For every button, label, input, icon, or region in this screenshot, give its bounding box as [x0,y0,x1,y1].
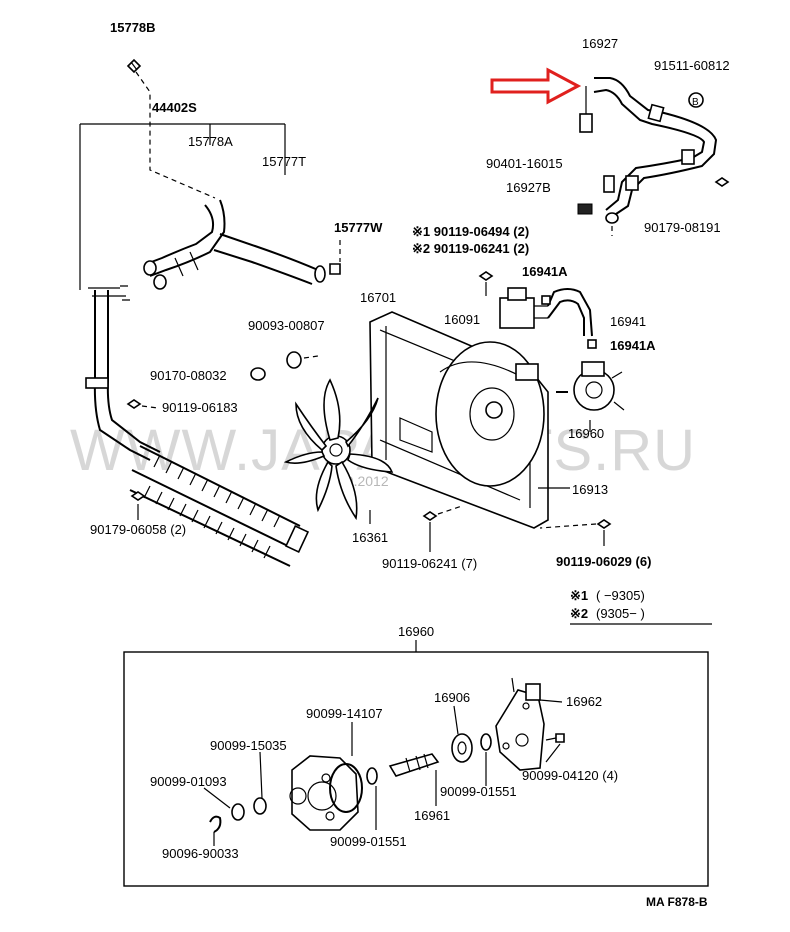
label-16361: 16361 [352,530,388,545]
oil-cooler-lines [85,285,161,461]
label-91511-60812: 91511-60812 [654,58,730,73]
label-16961: 16961 [414,808,450,823]
label-90099-15035: 90099-15035 [210,738,287,753]
footnote-2-value: (9305− ) [596,606,645,621]
footnote-1-value: ( −9305) [596,588,645,603]
footnote-2-key: ※2 [570,606,588,621]
label-90099-01551-left: 90099-01551 [330,834,407,849]
group-bracket-44402S [79,123,286,290]
label-16906: 16906 [434,690,470,705]
bolt-90119-06029 [539,519,612,546]
label-90096-90033: 90096-90033 [162,846,239,861]
label-90093-00807: 90093-00807 [248,318,325,333]
label-16941A-top: 16941A [522,264,568,279]
washer-90099-01093 [231,803,245,821]
label-90119-06183: 90119-06183 [162,400,238,415]
clip-15778B [126,58,142,74]
hose-assembly [143,199,326,290]
cooling-fan-16361 [283,378,394,521]
footnote-1-key: ※1 [570,588,588,603]
o-ring-90099-15035 [329,763,363,813]
bolt-90401-16015 [603,175,615,193]
clamp-16927B [577,203,593,215]
label-90119-06241-2: ※2 90119-06241 (2) [412,241,529,256]
lower-leader-lines [203,699,563,846]
oil-cooler-16XXX [129,445,310,567]
valve-16091 [499,287,548,329]
gear-16906 [451,733,473,763]
badge-B-label: B [692,97,699,108]
shaft-16961 [388,753,440,777]
label-16913: 16913 [572,482,608,497]
hose-16927 [579,77,718,224]
label-16962: 16962 [566,694,602,709]
label-90170-08032: 90170-08032 [150,368,227,383]
clamp-16941A [541,295,597,349]
seal-90099-01551-left [366,767,378,785]
label-15778B: 15778B [110,20,156,35]
bolt-90119-06494 [478,271,494,296]
ring-90099-15035-small [253,797,267,815]
cover-16962 [495,677,545,771]
label-90119-06494: ※1 90119-06494 (2) [412,224,529,239]
pump-housing [289,755,359,831]
label-16941: 16941 [610,314,646,329]
label-90179-06058: 90179-06058 (2) [90,522,186,537]
water-pump-16960 [556,361,625,411]
label-15778A: 15778A [188,134,233,149]
label-15777W: 15777W [334,220,383,235]
label-90099-01551-right: 90099-01551 [440,784,517,799]
diagram-code: MA F878-B [646,895,708,909]
label-90099-04120: 90099-04120 (4) [522,768,618,783]
label-15777T: 15777T [262,154,306,169]
clip-90096-90033 [209,815,222,833]
clip-90170-08032 [250,367,266,381]
label-16927B: 16927B [506,180,551,195]
grommet-90093-00807 [286,351,319,369]
label-44402S: 44402S [152,100,197,115]
badge-B: B [688,92,704,108]
hose-16941 [547,288,593,337]
label-90179-08191: 90179-08191 [644,220,721,235]
bolt-90119-06183 [126,399,159,409]
label-90099-01093: 90099-01093 [150,774,227,789]
label-16701: 16701 [360,290,396,305]
bolt-90099-04120 [545,733,565,743]
leader-15778B [135,71,216,199]
clamp-15777W [329,263,341,275]
label-16091: 16091 [444,312,480,327]
label-16941A-bottom: 16941A [610,338,656,353]
highlight-arrow [490,67,582,105]
label-90099-14107: 90099-14107 [306,706,383,721]
label-16927: 16927 [582,36,618,51]
label-16960-box: 16960 [398,624,434,639]
label-16960-top: 16960 [568,426,604,441]
bolt-90179-06058 [130,491,146,520]
nut-90179-08191 [714,177,730,187]
label-90119-06241-7: 90119-06241 (7) [382,556,477,571]
fan-shroud-16701 [369,311,549,529]
label-90119-06029: 90119-06029 (6) [556,554,651,569]
seal-90099-01551-right [480,733,492,751]
bolt-90119-06241-7 [422,505,463,552]
label-90401-16015: 90401-16015 [486,156,563,171]
